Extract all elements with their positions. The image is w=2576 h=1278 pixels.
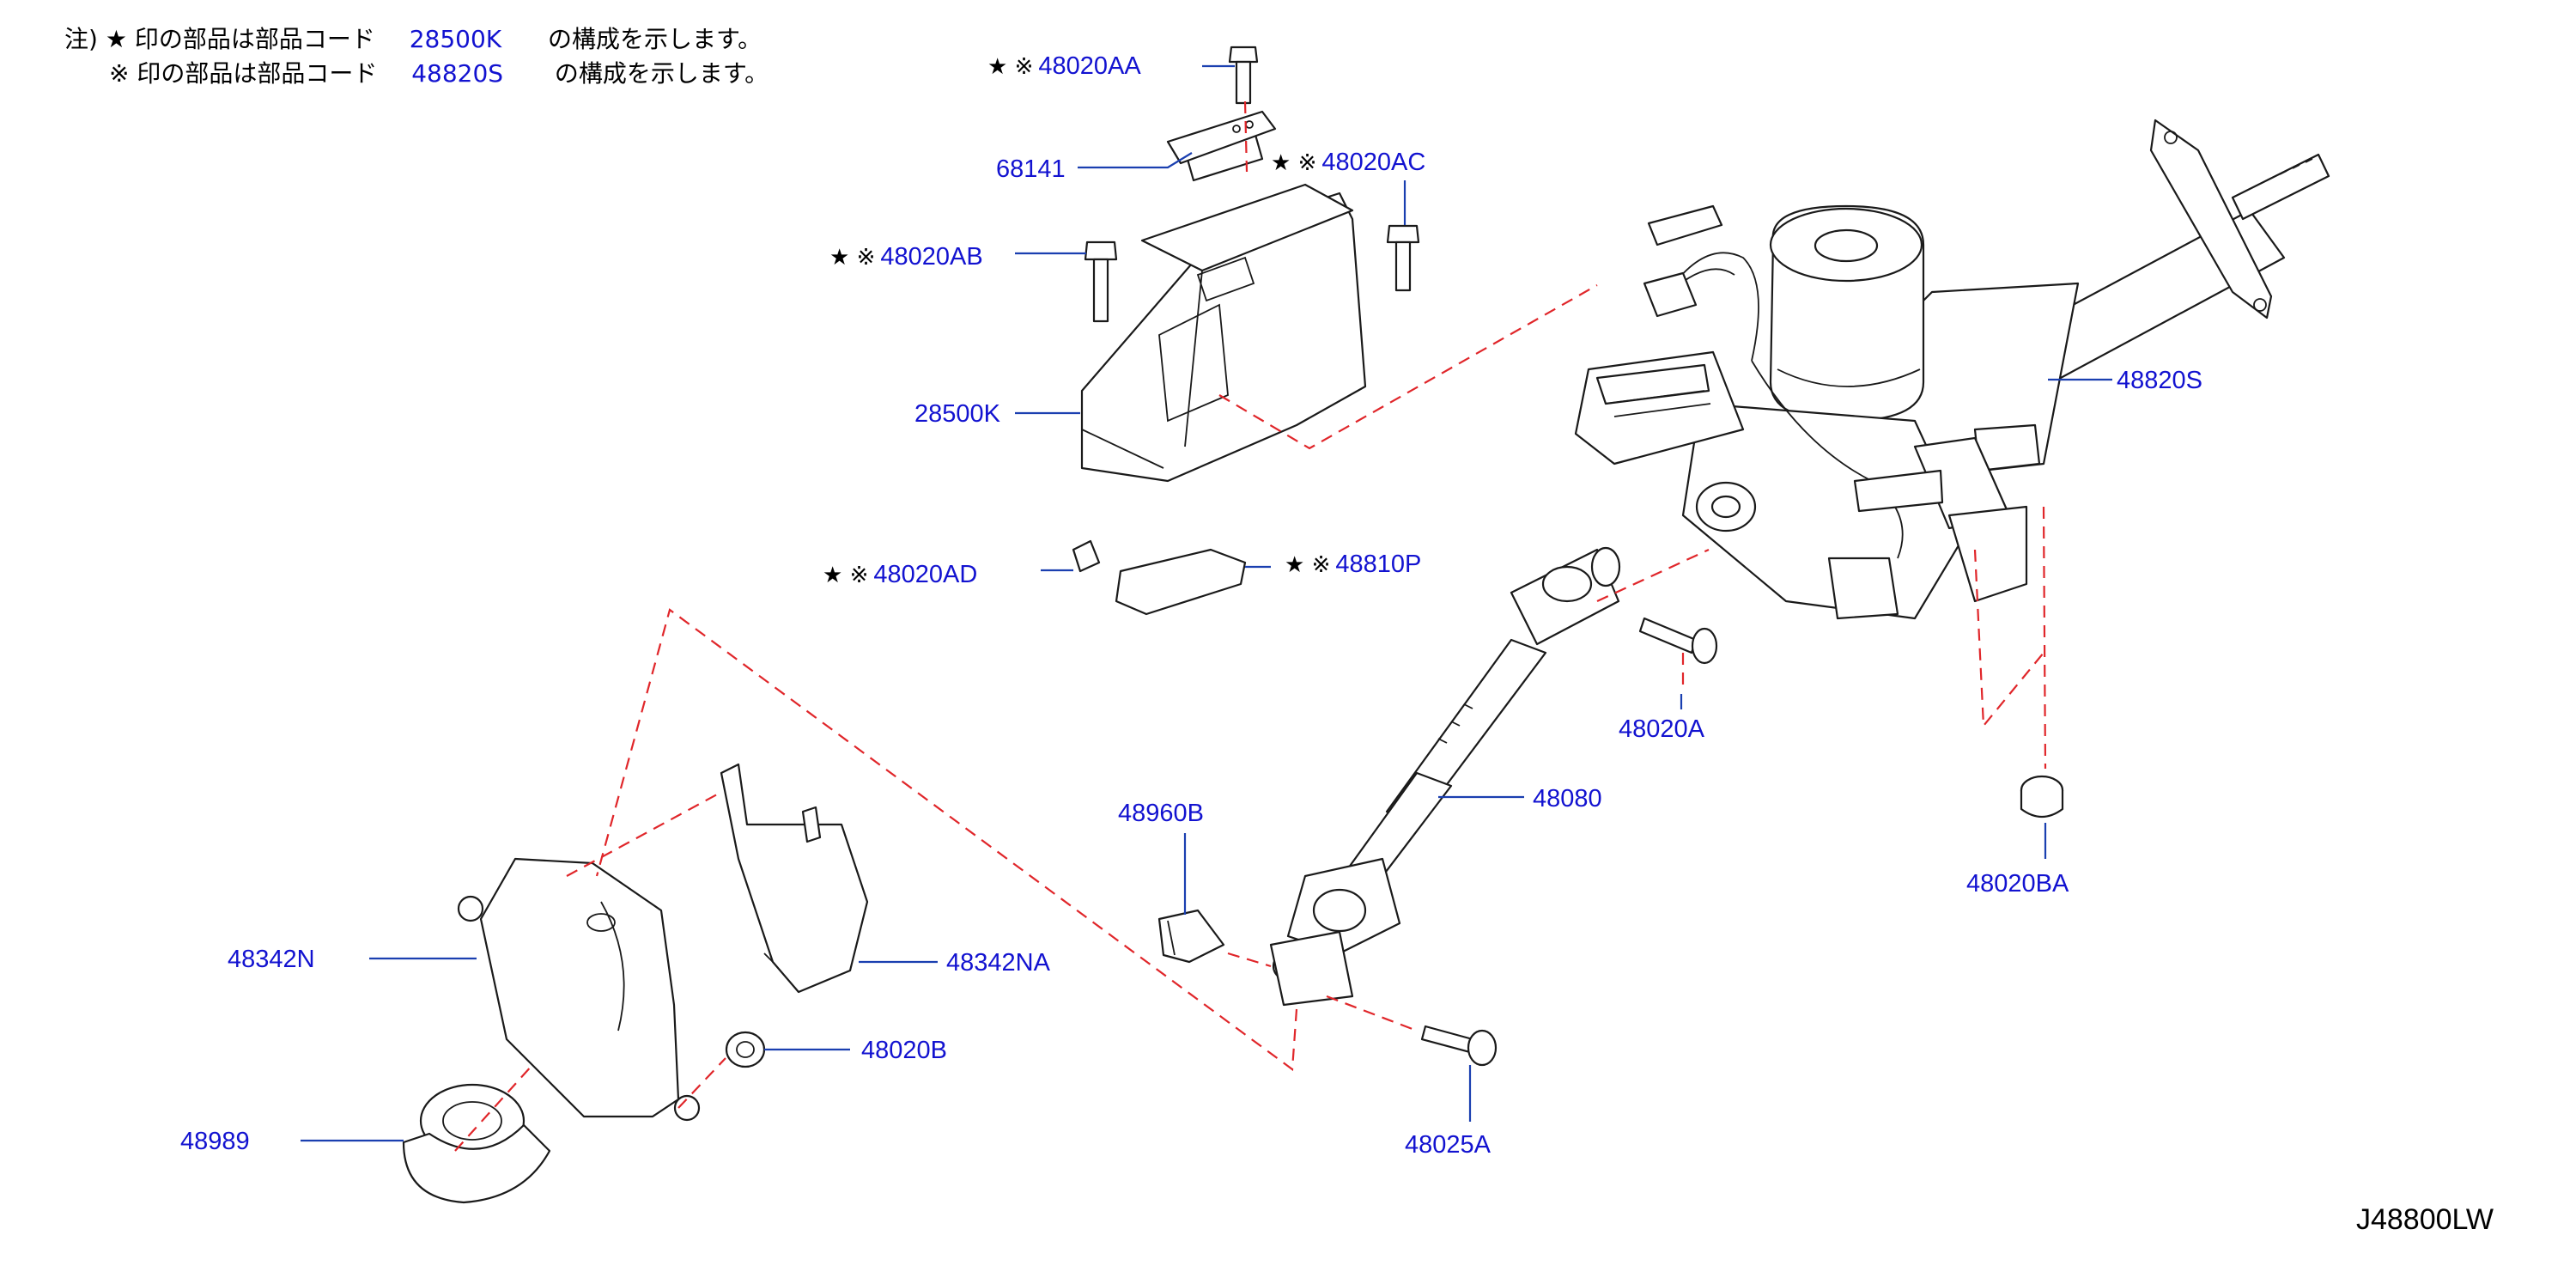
bracket-68141-drawing[interactable] <box>1166 110 1277 165</box>
note-line-2: ※ 印の部品は部品コード 48820S の構成を示します。 <box>109 58 769 89</box>
callout-marks: ★ ※ <box>1271 150 1317 176</box>
part-code[interactable]: 48342N <box>228 946 315 973</box>
note-prefix: 注) <box>64 25 98 53</box>
note-text: 印の部品は部品コード <box>134 25 375 53</box>
callout-48020AC[interactable]: ★ ※48020AC <box>1271 148 1425 178</box>
note-text: 印の部品は部品コード <box>137 59 378 88</box>
callout-marks: ★ ※ <box>829 245 876 271</box>
callout-48989[interactable]: 48989 <box>180 1127 250 1156</box>
callout-48810P[interactable]: ★ ※48810P <box>1285 550 1421 580</box>
part-code[interactable]: 48020AD <box>873 561 978 588</box>
callout-48960B[interactable]: 48960B <box>1118 799 1204 828</box>
callout-48080[interactable]: 48080 <box>1533 784 1602 813</box>
callout-48025A[interactable]: 48025A <box>1405 1130 1491 1159</box>
part-code[interactable]: 48810P <box>1335 551 1422 578</box>
callout-48020AA[interactable]: ★ ※48020AA <box>987 52 1141 82</box>
leader-lines <box>301 64 2112 1142</box>
part-code[interactable]: 48020AB <box>880 243 983 271</box>
bolt-48020A-drawing[interactable] <box>1638 617 1718 665</box>
nut-48020BA-drawing[interactable] <box>2020 775 2064 819</box>
callout-28500K[interactable]: 28500K <box>914 399 1000 429</box>
diagram-id: J48800LW <box>2355 1203 2494 1236</box>
control-unit-drawing[interactable] <box>1080 127 1367 483</box>
callout-marks: ★ ※ <box>987 54 1034 80</box>
note-code[interactable]: 28500K <box>409 25 502 53</box>
part-code[interactable]: 48025A <box>1405 1131 1491 1159</box>
callout-48342NA[interactable]: 48342NA <box>946 948 1050 977</box>
callout-48020A[interactable]: 48020A <box>1619 715 1704 744</box>
bolt-48020AC-drawing[interactable] <box>1386 224 1420 292</box>
callout-48020AD[interactable]: ★ ※48020AD <box>823 560 977 590</box>
note-text: の構成を示します。 <box>547 25 762 53</box>
callout-marks: ★ ※ <box>823 563 869 588</box>
note-text: の構成を示します。 <box>554 59 769 88</box>
part-code[interactable]: 48020AA <box>1038 52 1141 80</box>
part-code[interactable]: 48020AC <box>1321 149 1426 176</box>
callout-48020B[interactable]: 48020B <box>861 1036 947 1065</box>
seal-48989-drawing[interactable] <box>402 1083 551 1204</box>
star-mark: ★ <box>105 25 127 53</box>
steering-column-drawing[interactable] <box>1574 119 2330 620</box>
cover-48342NA-drawing[interactable] <box>720 763 869 994</box>
part-code[interactable]: 48080 <box>1533 785 1602 812</box>
callout-48020BA[interactable]: 48020BA <box>1966 869 2069 898</box>
intermediate-shaft-drawing[interactable] <box>1269 546 1621 1007</box>
bolt-48020AA-drawing[interactable] <box>1228 46 1259 105</box>
part-code[interactable]: 48960B <box>1118 800 1204 827</box>
clip-48960B-drawing[interactable] <box>1157 909 1225 964</box>
reference-mark: ※ <box>109 59 130 88</box>
nut-48020B-drawing[interactable] <box>725 1031 766 1068</box>
part-code[interactable]: 48342NA <box>946 949 1050 977</box>
callout-48020AB[interactable]: ★ ※48020AB <box>829 242 983 272</box>
callout-marks: ★ ※ <box>1285 552 1331 578</box>
callout-68141[interactable]: 68141 <box>996 155 1066 184</box>
part-code[interactable]: 48020BA <box>1966 870 2069 898</box>
callout-48342N[interactable]: 48342N <box>228 945 315 974</box>
bolt-48020AB-drawing[interactable] <box>1084 240 1118 323</box>
callout-48820S[interactable]: 48820S <box>2117 366 2202 395</box>
part-code[interactable]: 68141 <box>996 155 1066 183</box>
note-line-1: 注) ★ 印の部品は部品コード 28500K の構成を示します。 <box>64 24 762 55</box>
part-code[interactable]: 48020B <box>861 1037 947 1064</box>
bracket-48810P-drawing[interactable] <box>1072 539 1247 616</box>
cover-48342N-drawing[interactable] <box>457 857 701 1122</box>
part-code[interactable]: 48820S <box>2117 367 2202 394</box>
part-code[interactable]: 48020A <box>1619 715 1704 743</box>
part-code[interactable]: 48989 <box>180 1128 250 1155</box>
note-code[interactable]: 48820S <box>411 59 504 88</box>
alignment-lines <box>454 100 2047 1152</box>
part-code[interactable]: 28500K <box>914 400 1000 428</box>
bolt-48025A-drawing[interactable] <box>1420 1025 1498 1067</box>
